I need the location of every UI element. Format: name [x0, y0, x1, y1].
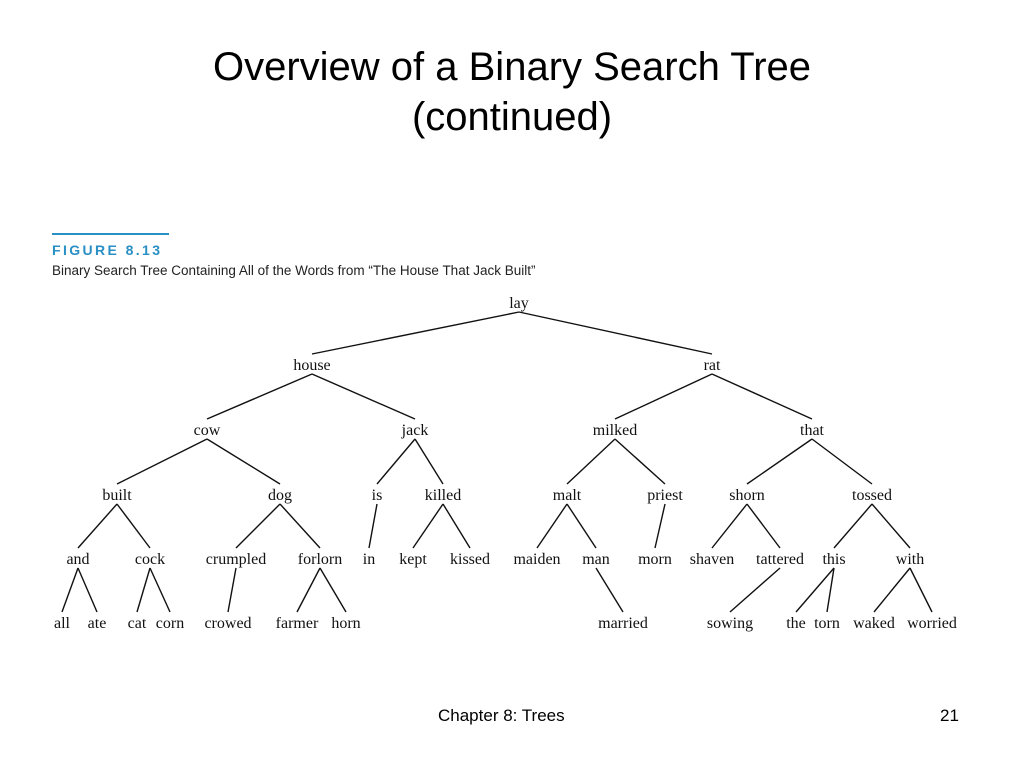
tree-edge-with-waked — [873, 567, 911, 613]
tree-edge-crumpled-crowed — [227, 567, 237, 613]
tree-edge-house-jack — [311, 373, 416, 420]
tree-edge-tossed-with — [871, 503, 911, 549]
tree-edge-forlorn-horn — [319, 567, 347, 613]
tree-edge-tattered-sowing — [729, 567, 781, 613]
tree-node-maiden: maiden — [513, 551, 560, 568]
tree-node-torn: torn — [814, 615, 840, 632]
tree-edge-malt-maiden — [536, 503, 568, 549]
tree-edge-jack-killed — [414, 438, 444, 485]
tree-node-sowing: sowing — [707, 615, 753, 632]
tree-node-is: is — [372, 487, 383, 504]
tree-node-kissed: kissed — [450, 551, 490, 568]
tree-edges — [61, 311, 933, 613]
figure-caption: Binary Search Tree Containing All of the… — [52, 263, 536, 278]
tree-node-ate: ate — [88, 615, 107, 632]
tree-node-that: that — [800, 422, 825, 439]
tree-node-tattered: tattered — [756, 551, 804, 568]
tree-edge-this-the — [795, 567, 835, 613]
tree-node-crumpled: crumpled — [206, 551, 266, 568]
tree-edge-cow-dog — [206, 438, 281, 485]
tree-node-rat: rat — [704, 357, 721, 374]
tree-edge-malt-man — [566, 503, 597, 549]
tree-edge-shorn-shaven — [711, 503, 748, 549]
figure-label: FIGURE 8.13 — [52, 242, 163, 258]
figure-rule — [52, 233, 169, 235]
tree-node-shorn: shorn — [729, 487, 765, 504]
tree-node-all: all — [54, 615, 71, 632]
tree-node-waked: waked — [853, 615, 895, 632]
tree-edge-house-cow — [206, 373, 313, 420]
tree-node-with: with — [896, 551, 924, 568]
tree-node-man: man — [582, 551, 610, 568]
tree-edge-this-torn — [826, 567, 835, 613]
tree-node-kept: kept — [399, 551, 427, 568]
tree-node-corn: corn — [156, 615, 184, 632]
tree-edge-dog-forlorn — [279, 503, 321, 549]
tree-edge-priest-morn — [654, 503, 666, 549]
tree-edge-tossed-this — [833, 503, 873, 549]
tree-edge-milked-malt — [566, 438, 616, 485]
tree-edge-lay-rat — [518, 311, 713, 355]
tree-edge-dog-crumpled — [235, 503, 281, 549]
tree-edge-milked-priest — [614, 438, 666, 485]
tree-edge-built-and — [77, 503, 118, 549]
footer-chapter: Chapter 8: Trees — [438, 706, 565, 725]
slide-title-line2: (continued) — [411, 95, 613, 139]
tree-node-worried: worried — [907, 615, 957, 632]
tree-edge-killed-kissed — [442, 503, 471, 549]
tree-edge-shorn-tattered — [746, 503, 781, 549]
tree-edge-jack-is — [376, 438, 416, 485]
tree-node-crowed: crowed — [204, 615, 251, 632]
tree-node-cow: cow — [194, 422, 221, 439]
tree-edge-is-in — [368, 503, 378, 549]
tree-node-jack: jack — [401, 422, 429, 439]
tree-node-killed: killed — [425, 487, 461, 504]
tree-edge-that-tossed — [811, 438, 873, 485]
tree-node-farmer: farmer — [276, 615, 319, 632]
tree-node-the: the — [786, 615, 806, 632]
tree-node-horn: horn — [331, 615, 360, 632]
tree-node-house: house — [293, 357, 330, 374]
tree-node-cock: cock — [135, 551, 165, 568]
slide-title: Overview of a Binary Search Tree (contin… — [0, 42, 1024, 142]
tree-node-built: built — [102, 487, 132, 504]
tree-edge-built-cock — [116, 503, 151, 549]
slide-title-line1: Overview of a Binary Search Tree — [212, 45, 812, 89]
tree-node-tossed: tossed — [852, 487, 892, 504]
tree-edge-forlorn-farmer — [296, 567, 321, 613]
tree-edge-killed-kept — [412, 503, 444, 549]
tree-node-shaven: shaven — [690, 551, 734, 568]
tree-node-and: and — [66, 551, 89, 568]
tree-edge-that-shorn — [746, 438, 813, 485]
tree-edge-and-ate — [77, 567, 98, 613]
tree-node-morn: morn — [638, 551, 672, 568]
tree-node-lay: lay — [509, 295, 529, 312]
tree-edge-lay-house — [311, 311, 520, 355]
tree-edge-cock-cat — [136, 567, 151, 613]
tree-edge-with-worried — [909, 567, 933, 613]
tree-node-malt: malt — [553, 487, 582, 504]
tree-edge-rat-milked — [614, 373, 713, 420]
tree-node-married: married — [598, 615, 648, 632]
tree-node-this: this — [822, 551, 845, 568]
tree-node-milked: milked — [593, 422, 637, 439]
tree-edge-and-all — [61, 567, 79, 613]
tree-node-forlorn: forlorn — [298, 551, 342, 568]
tree-node-cat: cat — [128, 615, 147, 632]
tree-edge-man-married — [595, 567, 624, 613]
tree-edge-cock-corn — [149, 567, 171, 613]
tree-node-in: in — [363, 551, 375, 568]
tree-edge-cow-built — [116, 438, 208, 485]
tree-edge-rat-that — [711, 373, 813, 420]
page-number: 21 — [940, 706, 959, 725]
tree-node-priest: priest — [647, 487, 683, 504]
tree-node-dog: dog — [268, 487, 292, 504]
